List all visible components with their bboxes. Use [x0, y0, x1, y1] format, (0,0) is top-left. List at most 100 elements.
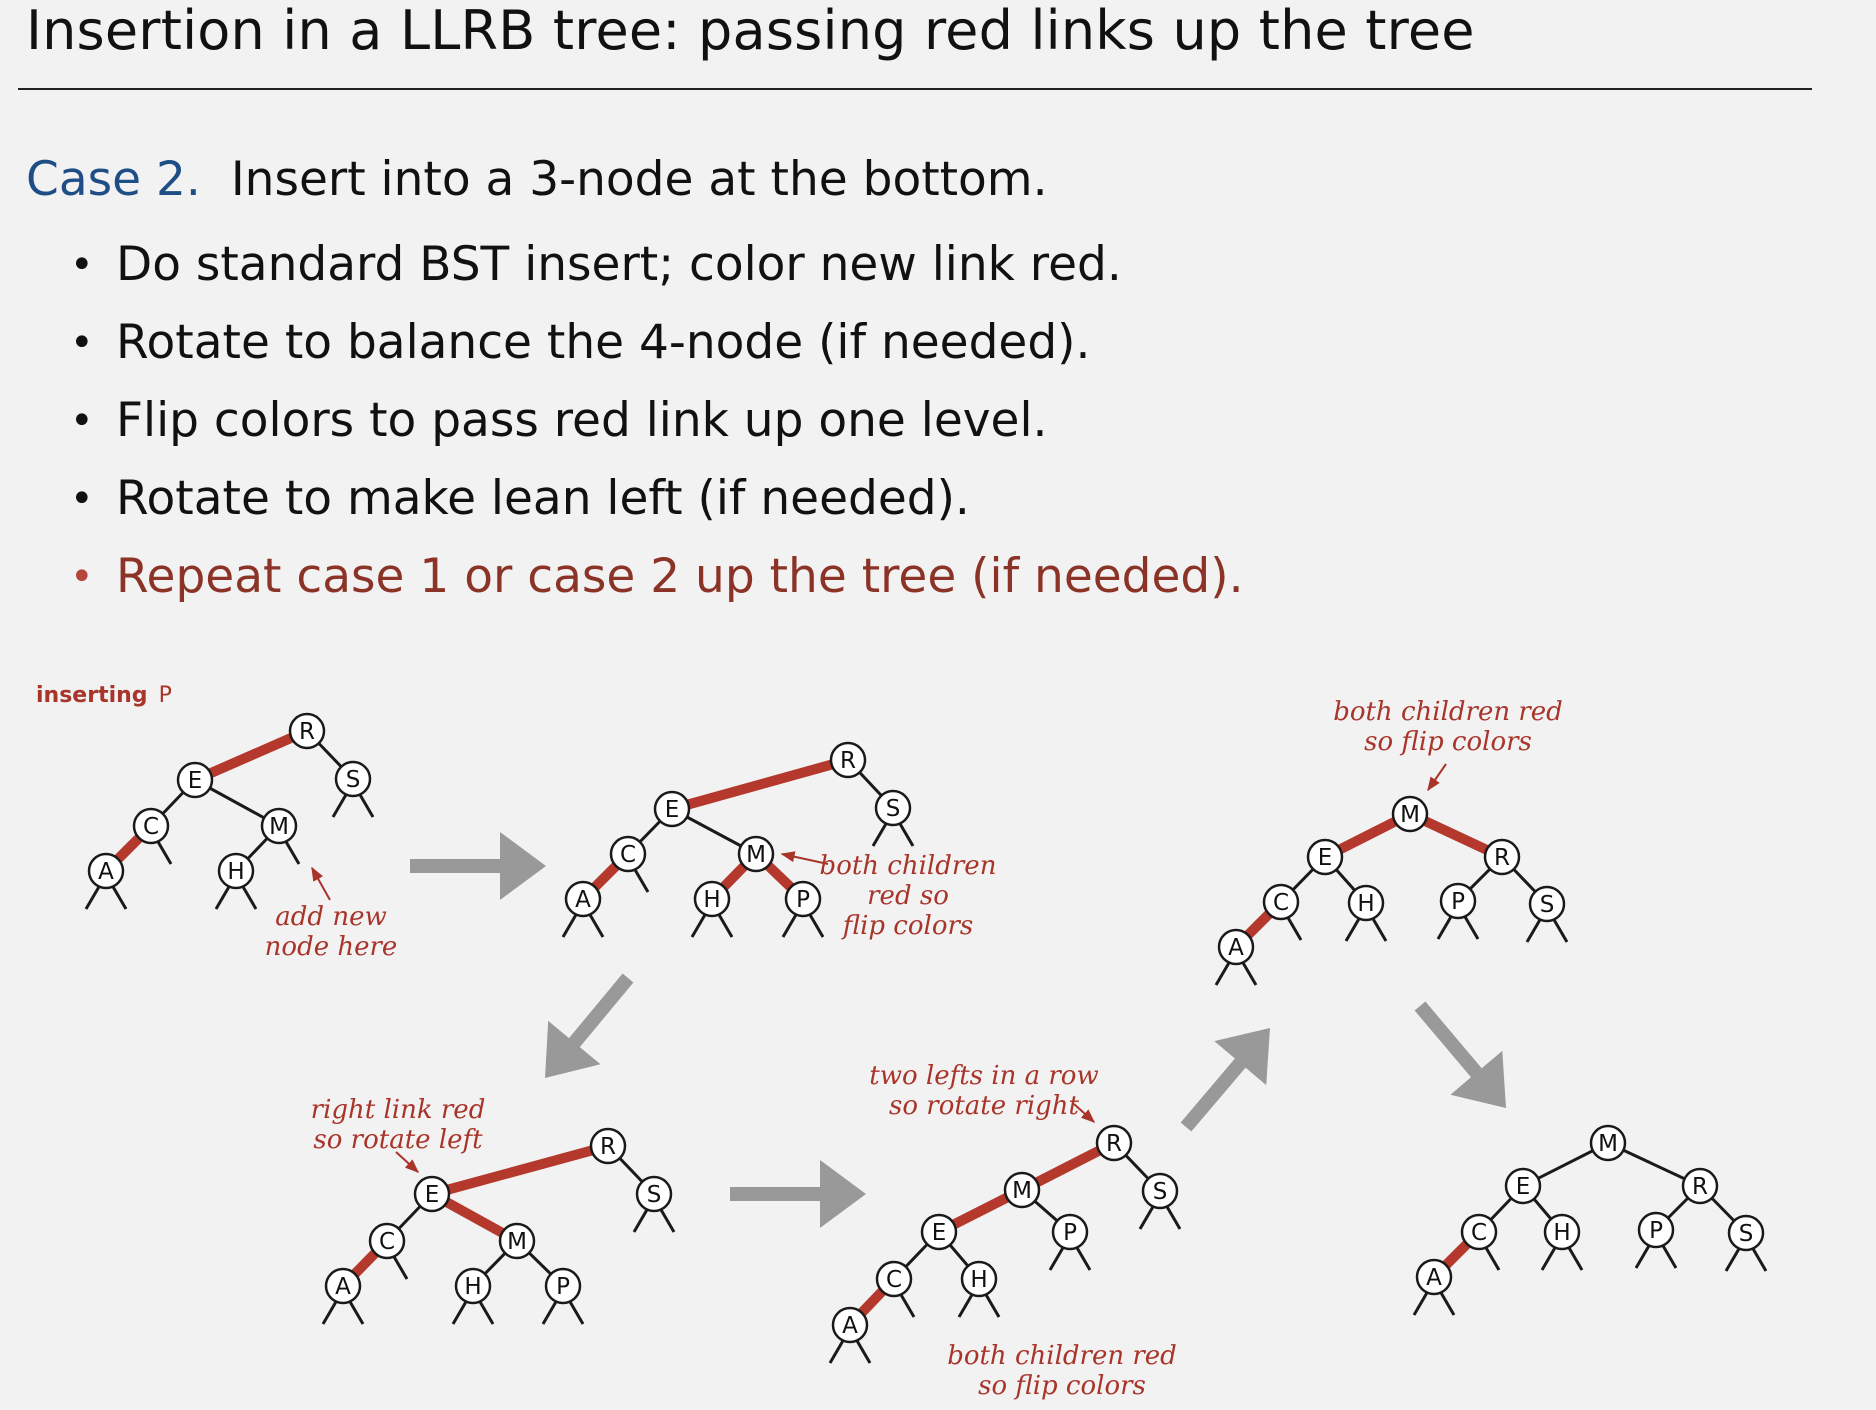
- tree-node-h: H: [454, 1267, 492, 1305]
- node-circle: [589, 1127, 627, 1165]
- null-link: [541, 1299, 559, 1325]
- node-circle: [653, 790, 691, 828]
- node-key: A: [335, 1274, 351, 1300]
- node-key: E: [932, 1220, 947, 1246]
- null-link: [1285, 915, 1303, 941]
- node-key: H: [1553, 1220, 1570, 1246]
- svg-text:right link red: right link red: [311, 1095, 486, 1125]
- null-link: [1483, 1245, 1501, 1271]
- null-link: [391, 1254, 409, 1280]
- node-circle: [176, 761, 214, 799]
- null-link: [567, 1299, 585, 1325]
- node-circle: [564, 880, 602, 918]
- node-circle: [260, 807, 298, 845]
- node-circle: [920, 1213, 958, 1251]
- null-link: [155, 839, 173, 865]
- null-link: [1138, 1204, 1156, 1230]
- bullet-item: Rotate to balance the 4-node (if needed)…: [70, 304, 1244, 382]
- bullet-item-highlight: Repeat case 1 or case 2 up the tree (if …: [70, 538, 1244, 616]
- tree-node-m: M: [1391, 795, 1429, 833]
- tree-node-m: M: [737, 835, 775, 873]
- tree-node-s: S: [635, 1175, 673, 1213]
- node-circle: [831, 1306, 869, 1344]
- node-circle: [784, 880, 822, 918]
- tree-node-h: H: [960, 1260, 998, 1298]
- null-link: [871, 821, 889, 847]
- tree-node-m: M: [498, 1222, 536, 1260]
- node-circle: [1391, 795, 1429, 833]
- svg-text:so flip colors: so flip colors: [978, 1371, 1146, 1401]
- null-link: [807, 912, 825, 938]
- node-key: S: [647, 1182, 662, 1208]
- node-circle: [737, 835, 775, 873]
- null-link: [1344, 916, 1362, 942]
- node-key: S: [1540, 892, 1555, 918]
- node-circle: [1681, 1167, 1719, 1205]
- null-link: [587, 912, 605, 938]
- node-key: A: [98, 859, 114, 885]
- tree-node-c: C: [368, 1222, 406, 1260]
- tree-node-p: P: [784, 880, 822, 918]
- node-circle: [609, 835, 647, 873]
- flow-arrows: [410, 832, 1506, 1228]
- node-circle: [829, 741, 867, 779]
- node-circle: [1415, 1258, 1453, 1296]
- node-key: S: [1153, 1179, 1168, 1205]
- node-circle: [1504, 1167, 1542, 1205]
- node-key: A: [1228, 935, 1244, 961]
- tree-node-a: A: [1415, 1258, 1453, 1296]
- svg-text:two lefts in a row: two lefts in a row: [869, 1061, 1098, 1091]
- annotation-add-new-node: add new node here: [265, 866, 398, 962]
- tree-node-s: S: [1727, 1214, 1765, 1252]
- null-link: [451, 1299, 469, 1325]
- null-link: [1048, 1245, 1066, 1271]
- flow-arrow-down-right: [1414, 1001, 1506, 1108]
- node-key: P: [1649, 1218, 1663, 1244]
- bullet-item: Do standard BST insert; color new link r…: [70, 226, 1244, 304]
- null-link: [1462, 914, 1480, 940]
- node-key: H: [703, 887, 720, 913]
- null-link: [283, 839, 301, 865]
- svg-text:red so: red so: [867, 881, 949, 911]
- null-link: [781, 912, 799, 938]
- null-link: [898, 1292, 916, 1318]
- null-link: [321, 1299, 339, 1325]
- node-key: R: [1106, 1131, 1122, 1157]
- null-link: [1750, 1246, 1768, 1272]
- svg-text:node here: node here: [265, 932, 398, 962]
- node-circle: [87, 852, 125, 890]
- null-link: [690, 912, 708, 938]
- tree-node-a: A: [831, 1306, 869, 1344]
- node-key: H: [1357, 891, 1374, 917]
- tree-node-r: R: [1095, 1124, 1133, 1162]
- tree-node-p: P: [1439, 882, 1477, 920]
- node-circle: [1347, 884, 1385, 922]
- node-key: E: [188, 768, 203, 794]
- node-circle: [413, 1175, 451, 1213]
- null-link: [632, 1207, 650, 1233]
- tree-node-r: R: [589, 1127, 627, 1165]
- node-key: A: [842, 1313, 858, 1339]
- node-key: M: [1400, 802, 1420, 828]
- node-circle: [454, 1267, 492, 1305]
- bullet-item: Rotate to make lean left (if needed).: [70, 460, 1244, 538]
- flow-arrow-right-1: [410, 832, 546, 900]
- node-key: E: [1516, 1174, 1531, 1200]
- tree-node-h: H: [693, 880, 731, 918]
- null-link: [1214, 960, 1232, 986]
- tree-node-r: R: [1681, 1167, 1719, 1205]
- tree-node-e: E: [653, 790, 691, 828]
- node-key: A: [575, 887, 591, 913]
- null-link: [1074, 1245, 1092, 1271]
- flow-arrow-up-right: [1180, 1028, 1270, 1132]
- tree-node-e: E: [176, 761, 214, 799]
- tree-node-p: P: [544, 1267, 582, 1305]
- svg-text:both children: both children: [820, 851, 997, 881]
- null-link: [1540, 1245, 1558, 1271]
- null-link: [1370, 916, 1388, 942]
- node-circle: [368, 1222, 406, 1260]
- annotation-two-lefts: two lefts in a row so rotate right: [869, 1061, 1099, 1123]
- null-link: [214, 884, 232, 910]
